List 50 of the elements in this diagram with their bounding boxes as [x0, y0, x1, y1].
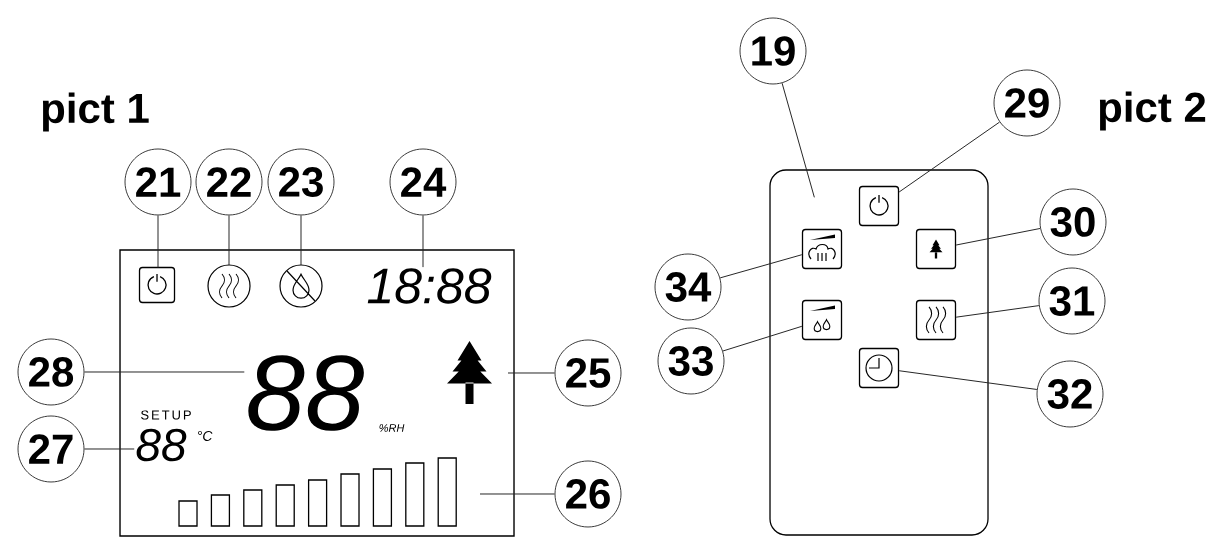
callout-number: 27 — [17, 415, 85, 483]
leader-line — [228, 214, 230, 266]
leader-line — [898, 121, 1001, 193]
remote-button — [915, 299, 957, 341]
callout-number: 28 — [17, 338, 85, 406]
callout-number: 25 — [554, 339, 622, 407]
humidity-digits: 88 — [248, 355, 364, 431]
leader-line — [898, 370, 1038, 390]
callout-number: 22 — [195, 148, 263, 216]
callout-number: 21 — [124, 148, 192, 216]
leader-line — [719, 254, 803, 279]
leader-line — [83, 448, 135, 450]
callout-number: 31 — [1038, 267, 1106, 335]
leader-line — [507, 372, 556, 374]
unit-label: °C — [198, 431, 213, 441]
callout-number: 23 — [267, 148, 335, 216]
clock-digits: 18:88 — [367, 268, 492, 304]
callout-number: 29 — [993, 69, 1061, 137]
remote-button — [858, 185, 900, 227]
remote-button — [915, 228, 957, 270]
callout-number: 24 — [389, 148, 457, 216]
remote-button — [801, 299, 843, 341]
leader-line — [157, 214, 159, 268]
power-icon — [138, 266, 176, 304]
display-frame — [119, 249, 515, 537]
leader-line — [781, 82, 815, 198]
leader-line — [422, 214, 424, 268]
figure-label: pict 2 — [1099, 91, 1206, 131]
leader-line — [722, 325, 803, 352]
remote-control-body — [769, 169, 989, 536]
leader-line — [955, 305, 1040, 318]
remote-button — [801, 228, 843, 270]
temperature-digits: 88 — [136, 428, 187, 462]
leader-line — [479, 493, 556, 495]
callout-number: 33 — [657, 327, 725, 395]
callout-number: 34 — [654, 253, 722, 321]
callout-number: 26 — [554, 460, 622, 528]
callout-number: 19 — [739, 17, 807, 85]
leader-line — [300, 214, 302, 266]
remote-button — [858, 347, 900, 389]
steam-icon — [207, 264, 251, 308]
unit-label: %RH — [379, 424, 405, 432]
tree-icon — [447, 341, 492, 404]
callout-number: 32 — [1036, 360, 1104, 428]
setup-label: SETUP — [141, 410, 191, 420]
leader-line — [83, 371, 245, 373]
crossed-drop-icon — [279, 264, 323, 308]
callout-number: 30 — [1039, 188, 1107, 256]
figure-label: pict 1 — [42, 92, 149, 132]
leader-line — [955, 227, 1041, 246]
